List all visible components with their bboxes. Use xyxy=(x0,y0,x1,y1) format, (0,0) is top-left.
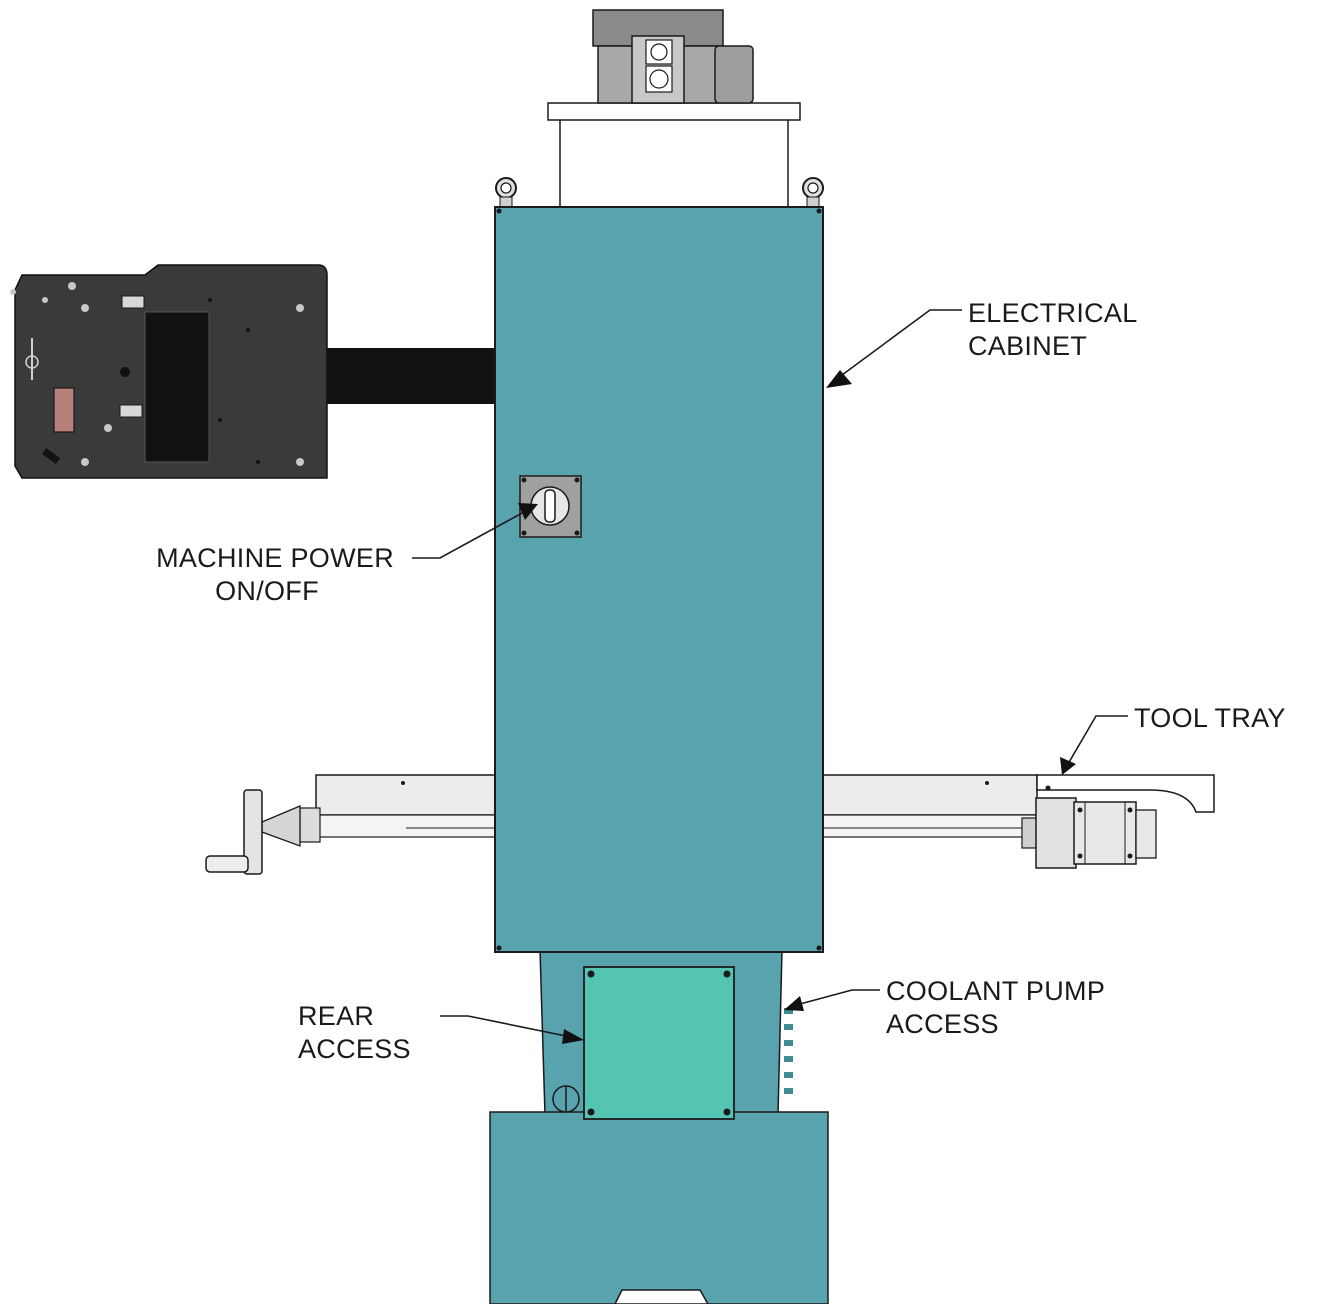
control-pendant xyxy=(10,264,328,479)
callout-tool-tray: TOOL TRAY xyxy=(1060,703,1286,775)
callout-machine-power-line2: ON/OFF xyxy=(215,576,319,606)
tool-tray xyxy=(1036,774,1215,813)
callout-electrical-cabinet-line1: ELECTRICAL xyxy=(968,298,1138,328)
callout-rear-access-line2: ACCESS xyxy=(298,1034,411,1064)
x-axis-handwheel xyxy=(205,789,321,875)
drain-plug xyxy=(552,1085,580,1113)
callout-tool-tray-line1: TOOL TRAY xyxy=(1134,703,1286,733)
lifting-eye-left xyxy=(495,177,517,208)
callout-coolant-pump-access: COOLANT PUMP ACCESS xyxy=(784,976,1105,1039)
callout-machine-power: MACHINE POWER ON/OFF xyxy=(156,503,538,606)
callout-rear-access-line1: REAR xyxy=(298,1001,374,1031)
cooling-unit xyxy=(547,9,801,209)
callout-rear-access: REAR ACCESS xyxy=(298,1001,584,1064)
callout-machine-power-line1: MACHINE POWER xyxy=(156,543,394,573)
coolant-pump-access-panel xyxy=(784,1008,793,1094)
table-assembly xyxy=(205,774,1215,875)
rear-access-panel xyxy=(583,966,735,1120)
electrical-cabinet xyxy=(494,206,824,953)
lifting-eye-right xyxy=(802,177,824,208)
callout-electrical-cabinet-line2: CABINET xyxy=(968,331,1087,361)
callout-coolant-pump-access-line2: ACCESS xyxy=(886,1009,999,1039)
callout-electrical-cabinet: ELECTRICAL CABINET xyxy=(826,298,1138,388)
callout-coolant-pump-access-line1: COOLANT PUMP xyxy=(886,976,1105,1006)
x-axis-motor xyxy=(1021,797,1157,869)
